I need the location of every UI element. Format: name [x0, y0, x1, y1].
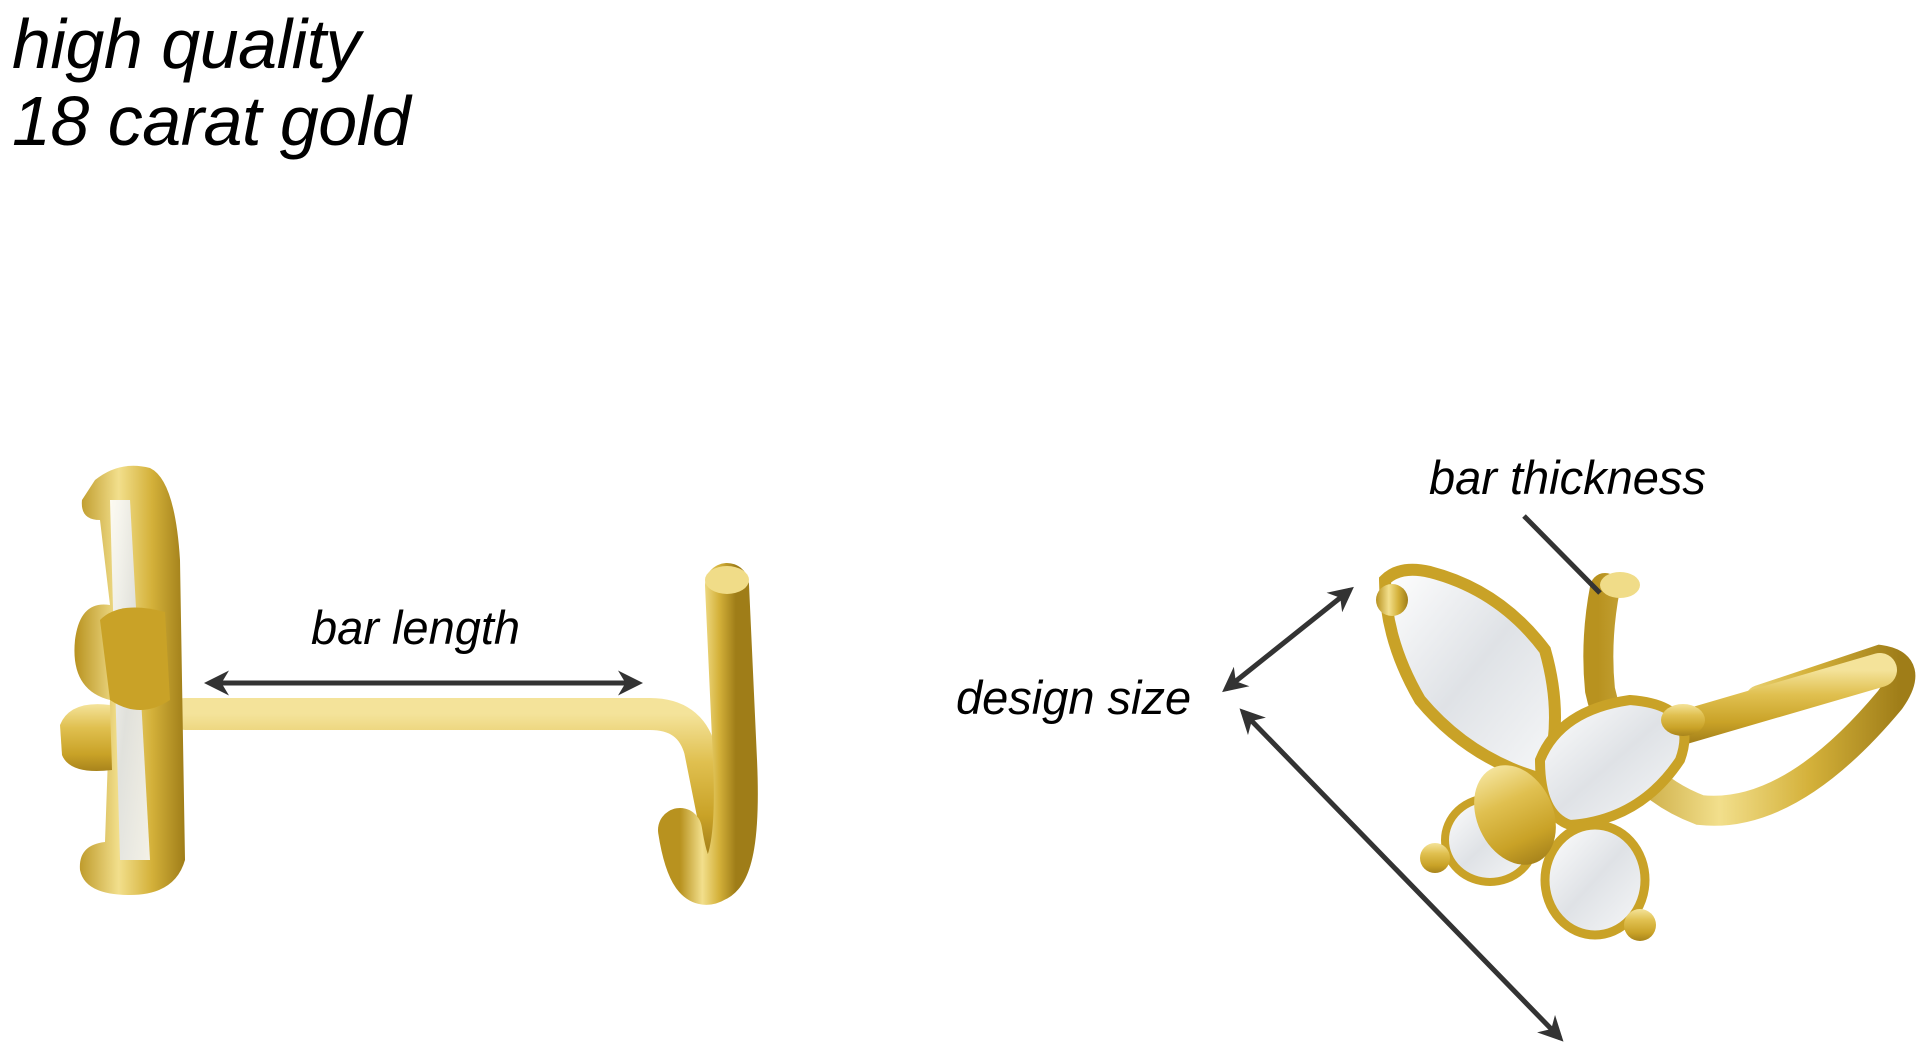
product-heading: high quality 18 carat gold: [12, 5, 411, 160]
bar-thickness-pointer: [1522, 514, 1602, 595]
bar-thickness-label: bar thickness: [1429, 451, 1706, 504]
design-size-label: design size: [956, 671, 1192, 724]
side-view-nose-stud: [60, 465, 758, 905]
heading-quality: high quality: [12, 5, 361, 83]
bar-length-label: bar length: [311, 601, 521, 654]
butterfly-nose-stud: [1376, 563, 1916, 941]
design-size-arrow-upper: [1222, 586, 1354, 693]
design-size-arrow-lower: [1239, 708, 1564, 1042]
heading-material: 18 carat gold: [12, 82, 411, 160]
